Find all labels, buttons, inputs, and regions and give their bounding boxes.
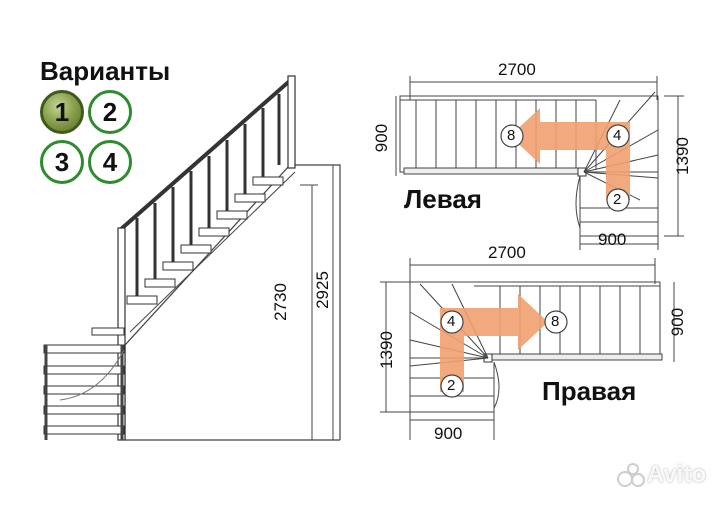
left-plan-label: Левая — [404, 184, 482, 214]
right-plan-label: Правая — [542, 376, 637, 406]
left-step-marker-2: 2 — [613, 191, 622, 208]
variant-4-button[interactable]: 4 — [88, 140, 132, 184]
step-marker-circles — [440, 124, 630, 398]
avito-watermark-text: Avito — [646, 461, 706, 488]
avito-logo-icon — [616, 463, 645, 487]
right-dim-bottom: 900 — [434, 424, 463, 443]
right-dim-width: 900 — [668, 307, 688, 337]
right-step-marker-4: 4 — [447, 313, 456, 330]
right-plan-drawing — [380, 258, 675, 440]
left-step-marker-4: 4 — [613, 127, 622, 144]
left-step-marker-8: 8 — [507, 127, 516, 144]
left-dim-width: 900 — [372, 123, 392, 153]
avito-watermark: Avito — [616, 461, 706, 489]
variant-2-button[interactable]: 2 — [88, 90, 132, 134]
variant-2-label: 2 — [102, 96, 118, 127]
variant-1-button[interactable]: 1 — [40, 90, 84, 134]
right-dim-length: 2700 — [488, 243, 526, 262]
variants-title: Варианты — [40, 56, 171, 86]
variant-1-label: 1 — [54, 96, 70, 127]
side-dim-2925: 2925 — [312, 271, 332, 309]
variant-3-label: 3 — [54, 146, 70, 177]
left-dim-depth: 1390 — [672, 137, 692, 175]
side-dim-2730: 2730 — [270, 283, 290, 321]
side-view-staircase — [43, 75, 341, 441]
variant-4-label: 4 — [102, 146, 118, 177]
left-dim-bottom: 900 — [598, 230, 627, 249]
left-plan-arrow — [510, 108, 630, 200]
right-dim-depth: 1390 — [376, 331, 396, 369]
left-dim-length: 2700 — [498, 60, 536, 79]
variant-3-button[interactable]: 3 — [40, 140, 84, 184]
right-step-marker-2: 2 — [447, 377, 456, 394]
right-step-marker-8: 8 — [551, 313, 560, 330]
